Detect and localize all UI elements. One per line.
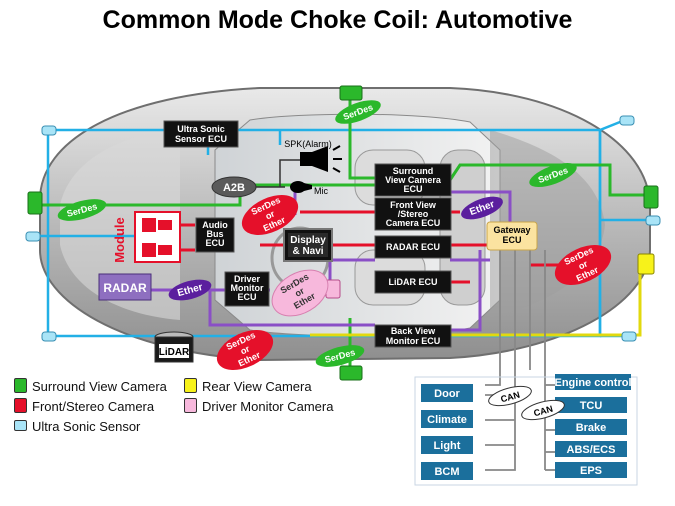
svg-text:Climate: Climate bbox=[427, 414, 467, 426]
can-right-nodes: Engine control TCU Brake ABS/ECS EPS bbox=[555, 374, 632, 478]
svg-text:Bus: Bus bbox=[206, 229, 223, 239]
driver-monitor-ecu: Driver Monitor ECU bbox=[224, 271, 270, 307]
legend-item: Front/Stereo Camera bbox=[14, 397, 167, 417]
ultrasonic-sensor-ecu: Ultra Sonic Sensor ECU bbox=[163, 120, 239, 148]
legend-item: Ultra Sonic Sensor bbox=[14, 417, 167, 437]
svg-text:CAN: CAN bbox=[500, 390, 521, 405]
svg-text:Light: Light bbox=[434, 440, 461, 452]
can-left-nodes: Door Climate Light BCM bbox=[421, 384, 473, 480]
svg-text:Back View: Back View bbox=[391, 326, 436, 336]
svg-text:ABS/ECS: ABS/ECS bbox=[567, 444, 616, 456]
svg-text:Ultra Sonic: Ultra Sonic bbox=[177, 124, 225, 134]
legend-item: Rear View Camera bbox=[184, 377, 333, 397]
svg-text:LiDAR ECU: LiDAR ECU bbox=[389, 277, 438, 287]
svg-text:Front View: Front View bbox=[390, 200, 437, 210]
back-view-monitor-ecu: Back View Monitor ECU bbox=[374, 324, 452, 348]
svg-text:ECU: ECU bbox=[502, 235, 521, 245]
legend-swatch bbox=[14, 398, 27, 413]
svg-text:LiDAR: LiDAR bbox=[159, 347, 190, 358]
svg-text:Driver: Driver bbox=[234, 274, 261, 284]
svg-text:Sensor ECU: Sensor ECU bbox=[175, 134, 227, 144]
gateway-ecu: Gateway ECU bbox=[486, 221, 538, 251]
svg-text:Monitor ECU: Monitor ECU bbox=[386, 336, 441, 346]
page-title: Common Mode Choke Coil: Automotive bbox=[102, 6, 573, 34]
speaker-icon bbox=[300, 152, 312, 166]
ultrasonic-sensor-icons bbox=[25, 115, 661, 342]
svg-text:ECU: ECU bbox=[237, 292, 256, 302]
svg-text:TCU: TCU bbox=[580, 400, 603, 412]
svg-text:Door: Door bbox=[434, 388, 460, 400]
lidar-sensor: LiDAR bbox=[154, 331, 194, 363]
svg-text:Surround: Surround bbox=[393, 166, 434, 176]
module-label: Module bbox=[112, 217, 127, 263]
svg-text:Engine control: Engine control bbox=[555, 377, 632, 389]
svg-text:Monitor: Monitor bbox=[231, 283, 264, 293]
surround-camera-top bbox=[339, 85, 363, 101]
lidar-ecu: LiDAR ECU bbox=[374, 270, 452, 294]
svg-text:EPS: EPS bbox=[580, 465, 602, 477]
legend-swatch bbox=[184, 398, 197, 413]
svg-text:BCM: BCM bbox=[434, 466, 459, 478]
rear-view-camera-icon bbox=[637, 253, 655, 275]
surround-camera-front bbox=[27, 191, 43, 215]
radar-sensor: RADAR bbox=[98, 273, 152, 301]
serdes-green-bubbles: SerDes SerDes SerDes SerDes bbox=[57, 100, 577, 367]
legend-left: Surround View Camera Front/Stereo Camera… bbox=[14, 377, 167, 437]
svg-text:Mic: Mic bbox=[314, 186, 328, 196]
legend-swatch bbox=[14, 378, 27, 393]
svg-text:ECU: ECU bbox=[403, 184, 422, 194]
svg-text:ECU: ECU bbox=[205, 238, 224, 248]
surround-camera-bottom bbox=[339, 365, 363, 381]
svg-text:Brake: Brake bbox=[576, 422, 607, 434]
can-network: Door Climate Light BCM Engine control TC… bbox=[414, 374, 638, 486]
svg-text:CAN: CAN bbox=[533, 404, 554, 419]
legend-swatch bbox=[184, 378, 197, 393]
svg-text:A2B: A2B bbox=[223, 182, 245, 194]
svg-text:Gateway: Gateway bbox=[493, 225, 530, 235]
surround-camera-icons bbox=[27, 85, 659, 381]
legend-right: Rear View Camera Driver Monitor Camera bbox=[184, 377, 333, 417]
svg-text:RADAR: RADAR bbox=[103, 281, 147, 295]
surround-view-camera-ecu: Surround View Camera ECU bbox=[374, 163, 452, 197]
svg-text:Display: Display bbox=[290, 235, 326, 246]
svg-text:/Stereo: /Stereo bbox=[398, 209, 429, 219]
front-stereo-camera-ecu: Front View /Stereo Camera ECU bbox=[374, 197, 452, 231]
microphone-icon bbox=[290, 181, 312, 193]
svg-text:Camera ECU: Camera ECU bbox=[386, 218, 441, 228]
can-wiring bbox=[485, 250, 555, 471]
legend-item: Driver Monitor Camera bbox=[184, 397, 333, 417]
ether-bubbles: Ether Ether bbox=[168, 196, 503, 301]
svg-text:Audio: Audio bbox=[202, 220, 228, 230]
front-camera-module: Module bbox=[112, 211, 181, 263]
svg-text:View Camera: View Camera bbox=[385, 175, 442, 185]
ecu-boxes: Ultra Sonic Sensor ECU Surround View Cam… bbox=[163, 120, 452, 348]
radar-ecu: RADAR ECU bbox=[374, 235, 452, 259]
audio-bus-ecu: Audio Bus ECU bbox=[195, 217, 235, 253]
svg-text:RADAR ECU: RADAR ECU bbox=[386, 242, 440, 252]
surround-camera-rear bbox=[643, 185, 659, 209]
audio-peripherals: A2B SPK(Alarm) Mic bbox=[211, 139, 342, 198]
legend-item: Surround View Camera bbox=[14, 377, 167, 397]
svg-text:& Navi: & Navi bbox=[292, 246, 323, 257]
svg-text:SPK(Alarm): SPK(Alarm) bbox=[284, 139, 332, 149]
legend-swatch bbox=[14, 420, 27, 431]
display-navi: Display & Navi bbox=[283, 228, 333, 262]
